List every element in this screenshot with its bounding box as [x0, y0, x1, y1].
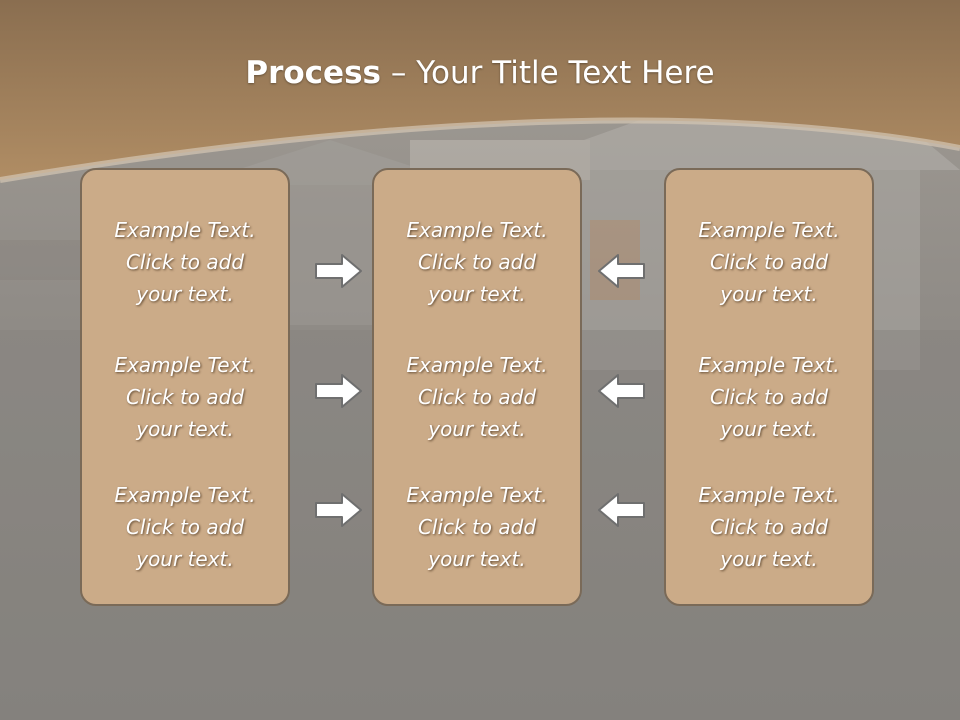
- text-placeholder[interactable]: Example Text. Click to add your text.: [666, 349, 872, 445]
- text-line: Click to add: [709, 250, 829, 274]
- text-placeholder[interactable]: Example Text. Click to add your text.: [666, 479, 872, 575]
- text-placeholder[interactable]: Example Text. Click to add your text.: [374, 349, 580, 445]
- process-box-middle[interactable]: Example Text. Click to add your text. Ex…: [372, 168, 582, 606]
- text-line: Click to add: [709, 515, 829, 539]
- text-placeholder[interactable]: Example Text. Click to add your text.: [82, 349, 288, 445]
- text-line: your text.: [720, 417, 818, 441]
- text-placeholder[interactable]: Example Text. Click to add your text.: [82, 479, 288, 575]
- process-box-right[interactable]: Example Text. Click to add your text. Ex…: [664, 168, 874, 606]
- text-line: Example Text.: [406, 353, 548, 377]
- text-line: Example Text.: [698, 218, 840, 242]
- text-placeholder[interactable]: Example Text. Click to add your text.: [82, 214, 288, 310]
- text-line: your text.: [428, 282, 526, 306]
- arrow-right-icon: [315, 493, 362, 527]
- text-line: Example Text.: [114, 483, 256, 507]
- process-box-left[interactable]: Example Text. Click to add your text. Ex…: [80, 168, 290, 606]
- arrow-left-icon: [598, 374, 645, 408]
- text-placeholder[interactable]: Example Text. Click to add your text.: [374, 479, 580, 575]
- text-line: your text.: [136, 547, 234, 571]
- text-line: your text.: [428, 417, 526, 441]
- text-line: Example Text.: [406, 218, 548, 242]
- text-line: your text.: [720, 282, 818, 306]
- text-line: Click to add: [417, 250, 537, 274]
- text-line: Click to add: [125, 385, 245, 409]
- text-line: Click to add: [709, 385, 829, 409]
- text-line: your text.: [720, 547, 818, 571]
- arrow-right-icon: [315, 374, 362, 408]
- text-line: Example Text.: [406, 483, 548, 507]
- text-placeholder[interactable]: Example Text. Click to add your text.: [374, 214, 580, 310]
- text-line: Example Text.: [698, 353, 840, 377]
- arrow-right-icon: [315, 254, 362, 288]
- slide-title: Process – Your Title Text Here: [0, 55, 960, 91]
- text-line: your text.: [136, 417, 234, 441]
- text-line: your text.: [136, 282, 234, 306]
- text-line: Example Text.: [114, 218, 256, 242]
- text-line: Click to add: [125, 515, 245, 539]
- arrow-left-icon: [598, 254, 645, 288]
- arrow-left-icon: [598, 493, 645, 527]
- text-line: your text.: [428, 547, 526, 571]
- text-line: Click to add: [125, 250, 245, 274]
- title-bold: Process: [245, 55, 381, 91]
- title-rest: – Your Title Text Here: [381, 55, 715, 91]
- text-line: Example Text.: [114, 353, 256, 377]
- text-line: Click to add: [417, 385, 537, 409]
- text-line: Click to add: [417, 515, 537, 539]
- text-line: Example Text.: [698, 483, 840, 507]
- text-placeholder[interactable]: Example Text. Click to add your text.: [666, 214, 872, 310]
